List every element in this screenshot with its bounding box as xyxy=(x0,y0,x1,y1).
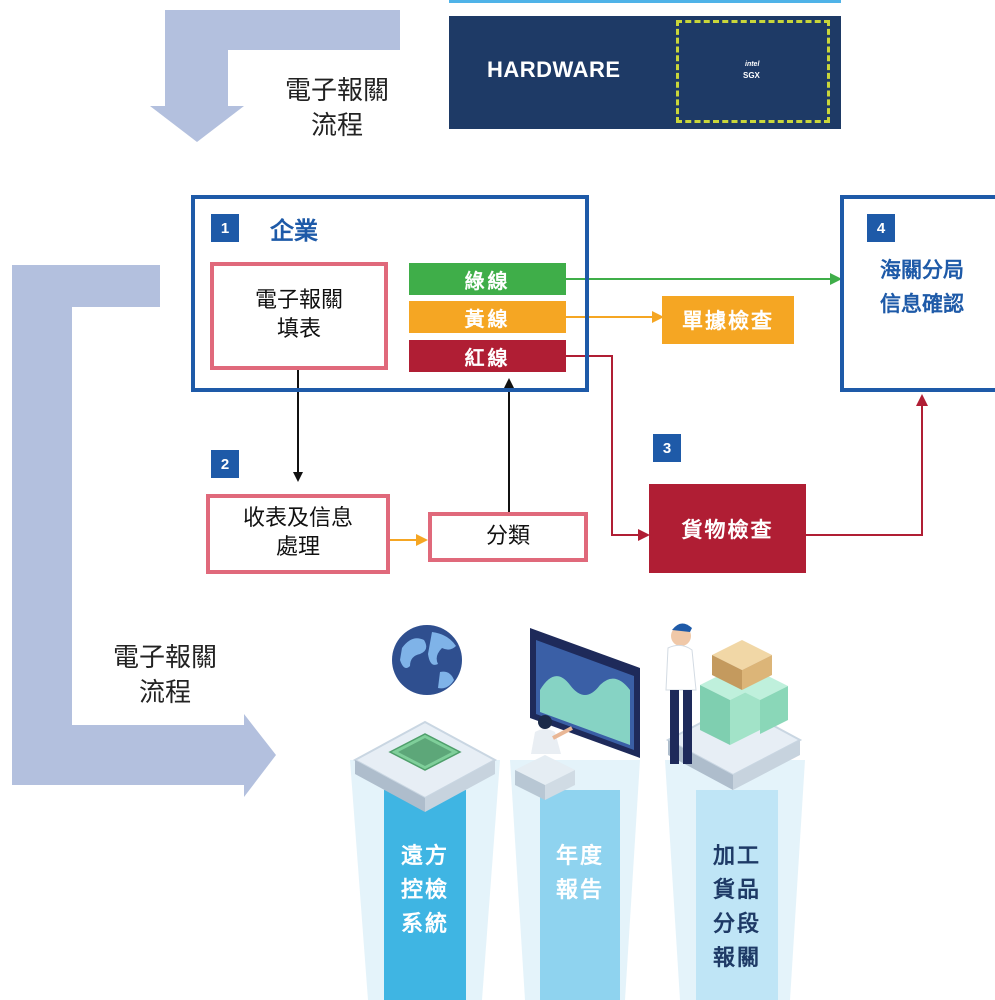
customs-line2: 信息確認 xyxy=(880,291,964,316)
pillar-2-text: 年度 報告 xyxy=(540,840,620,908)
green-lane: 綠線 xyxy=(409,263,566,295)
flow-label-top-line2: 流程 xyxy=(310,111,363,142)
step-4-badge: 4 xyxy=(867,214,895,242)
processing-line1: 收表及信息 xyxy=(242,506,353,532)
processing-box: 收表及信息 處理 xyxy=(206,494,390,574)
form-line2: 填表 xyxy=(276,317,321,342)
pillar-1-text: 遠方 控檢 系統 xyxy=(384,840,466,942)
hardware-top-line xyxy=(449,0,841,3)
step-2-badge: 2 xyxy=(211,450,239,478)
enterprise-box xyxy=(191,195,589,392)
pillar-2-bar xyxy=(540,790,620,1000)
customs-line1: 海關分局 xyxy=(880,258,964,282)
pillar-3-line2: 貨品 xyxy=(712,878,761,904)
step-3-badge: 3 xyxy=(653,434,681,462)
yellow-lane: 黃線 xyxy=(409,301,566,333)
flow-label-left-line2: 流程 xyxy=(138,678,191,709)
customs-branch-text: 海關分局 信息確認 xyxy=(852,254,992,321)
pillar-3-line4: 報關 xyxy=(712,946,761,972)
annual-report-illustration xyxy=(515,628,640,800)
arrow-red-to-goodscheck xyxy=(566,355,650,541)
form-line1: 電子報關 xyxy=(254,288,343,314)
goods-illustration xyxy=(665,623,803,790)
pillar-3-line1: 加工 xyxy=(712,844,761,869)
globe-chip-illustration xyxy=(352,625,498,812)
processing-line2: 處理 xyxy=(275,535,320,560)
intel-logo-text: intel xyxy=(745,61,760,68)
pillar-1-line2: 控檢 xyxy=(400,878,449,904)
hardware-label: HARDWARE xyxy=(487,57,621,82)
pillar-2-line1: 年度 xyxy=(555,844,604,869)
flow-label-left-line1: 電子報關 xyxy=(112,643,217,673)
pillar-2-line2: 報告 xyxy=(555,878,604,904)
pillar-3-text: 加工 貨品 分段 報關 xyxy=(696,840,778,976)
flow-arrow-top xyxy=(150,10,400,142)
classify-box: 分類 xyxy=(428,512,588,562)
pillar-1-bar xyxy=(384,790,466,1000)
customs-form-box: 電子報關 填表 xyxy=(210,262,388,370)
sgx-chip-text: SGX xyxy=(743,71,760,80)
pillar-3-bar xyxy=(696,790,778,1000)
flow-label-top-line1: 電子報關 xyxy=(284,76,389,106)
chip-frame xyxy=(676,20,830,123)
enterprise-title: 企業 xyxy=(270,217,318,245)
pillars xyxy=(350,760,805,1000)
customs-branch-box xyxy=(840,195,995,392)
document-check-box: 單據檢查 xyxy=(662,296,794,344)
flow-arrow-left xyxy=(12,265,276,797)
person-head-icon xyxy=(538,715,552,729)
flow-label-top: 電子報關 流程 xyxy=(262,74,412,144)
arrow-goodscheck-to-customs xyxy=(806,394,928,536)
pillar-3-line3: 分段 xyxy=(712,912,761,938)
goods-check-box: 貨物檢查 xyxy=(649,484,806,573)
flow-label-left: 電子報關 流程 xyxy=(90,641,240,711)
red-lane: 紅線 xyxy=(409,340,566,372)
step-1-badge: 1 xyxy=(211,214,239,242)
pillar-1-line3: 系統 xyxy=(400,912,449,938)
hardware-banner xyxy=(449,16,841,129)
pillar-1-line1: 遠方 xyxy=(400,844,449,869)
